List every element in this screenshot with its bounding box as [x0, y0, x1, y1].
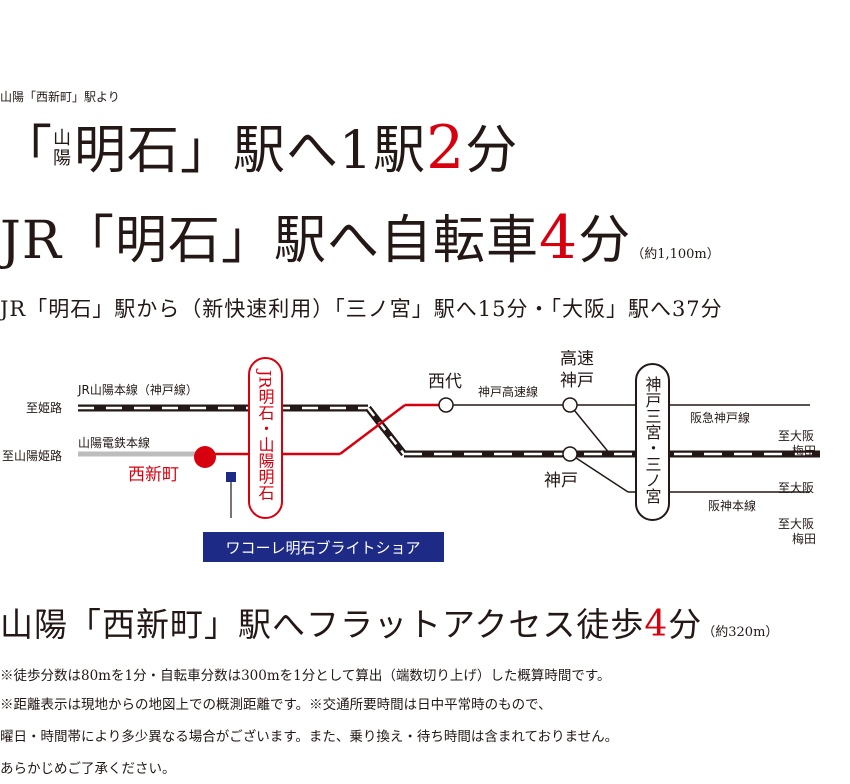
- walk-number: 4: [644, 604, 669, 645]
- jr-line: [78, 404, 820, 458]
- to-osaka-label: 至大阪: [778, 481, 814, 495]
- to-sanyo-himeji-label: 至山陽姫路: [2, 448, 62, 463]
- headline-line2-text: JR「明石」駅へ自転車: [0, 211, 539, 271]
- ruby-bottom: 陽: [53, 148, 73, 169]
- akashi-station-capsule: [248, 357, 283, 519]
- property-label-box: [203, 532, 444, 562]
- footnote-3: 曜日・時間帯により多少異なる場合がございます。また、乗り換え・待ち時間は含まれて…: [0, 729, 619, 745]
- to-osaka-umeda-1-bottom: 梅田: [792, 443, 816, 458]
- nishidai-station-marker: [438, 397, 454, 413]
- footnote-4: あらかじめご了承ください。: [0, 761, 176, 777]
- nishidai-label: 西代: [428, 372, 462, 392]
- akashi-station-label: JR明石・山陽明石: [256, 368, 275, 501]
- headline-line1-number: 2: [426, 113, 466, 183]
- kosoku-kobe-station-marker: [562, 397, 578, 413]
- property-marker: [226, 472, 236, 482]
- headline-open-bracket: 「: [0, 121, 54, 181]
- walk-access-line: 山陽「西新町」駅へフラットアクセス徒歩4分（約320m）: [0, 598, 778, 646]
- kobe-kosoku-line-label: 神戸高速線: [478, 384, 538, 399]
- kosoku-kobe-label-bottom: 神戸: [560, 371, 594, 391]
- ruby-top: 山: [53, 128, 73, 149]
- sanyo-line-label: 山陽電鉄本線: [78, 435, 150, 450]
- kobe-station-marker: [562, 446, 578, 462]
- to-himeji-label: 至姫路: [26, 400, 62, 415]
- walk-note: （約320m）: [702, 625, 779, 640]
- headline-line1-text: 明石」駅へ1駅: [74, 121, 427, 181]
- property-label: ワコーレ明石ブライトショア: [225, 539, 420, 557]
- kosoku-kobe-label-top: 高速: [560, 350, 594, 369]
- sannomiya-station-capsule: [635, 363, 670, 521]
- hanshin-line: [569, 453, 810, 493]
- jr-line-label: JR山陽本線（神戸線）: [77, 382, 198, 397]
- subline-access: JR「明石」駅から（新快速利用）「三ノ宮」駅へ15分・「大阪」駅へ37分: [0, 297, 723, 321]
- hankyu-line-label: 阪急神戸線: [690, 410, 750, 425]
- nishishinmachi-station-marker: [194, 446, 216, 468]
- hankyu-line: [569, 404, 810, 455]
- walk-text: 山陽「西新町」駅へフラットアクセス徒歩: [0, 605, 645, 644]
- to-osaka-umeda-2-bottom: 梅田: [792, 531, 816, 546]
- walk-unit: 分: [668, 605, 703, 644]
- nishishinmachi-label: 西新町: [128, 465, 179, 485]
- headline-line1-unit: 分: [465, 121, 519, 181]
- headline-ruby-sanyo: 山陽: [53, 129, 72, 169]
- hanshin-line-label: 阪神本線: [708, 498, 756, 513]
- headline-sanyo-akashi: 「山陽明石」駅へ1駅2分: [0, 118, 518, 178]
- headline-line2-note: （約1,100m）: [631, 247, 720, 262]
- to-osaka-umeda-1-top: 至大阪: [778, 429, 814, 443]
- headline-line2-unit: 分: [578, 211, 632, 271]
- footnote-1: ※徒歩分数は80mを1分・自転車分数は300mを1分として算出（端数切り上げ）し…: [0, 668, 611, 684]
- sannomiya-station-label: 神戸三宮・三ノ宮: [643, 376, 662, 504]
- kobe-label: 神戸: [544, 471, 578, 491]
- headline-line2-number: 4: [539, 203, 579, 273]
- to-osaka-umeda-2-top: 至大阪: [778, 517, 814, 531]
- route-map: JR明石・山陽明石 神戸三宮・三ノ宮 ワコーレ明石ブライトショア JR山陽本線（…: [2, 350, 820, 562]
- header-caption: 山陽「西新町」駅より: [0, 90, 120, 104]
- headline-jr-akashi: JR「明石」駅へ自転車4分（約1,100m）: [0, 208, 720, 268]
- footnote-2: ※距離表示は現地からの地図上での概測距離です。※交通所要時間は日中平常時のもので…: [0, 697, 552, 713]
